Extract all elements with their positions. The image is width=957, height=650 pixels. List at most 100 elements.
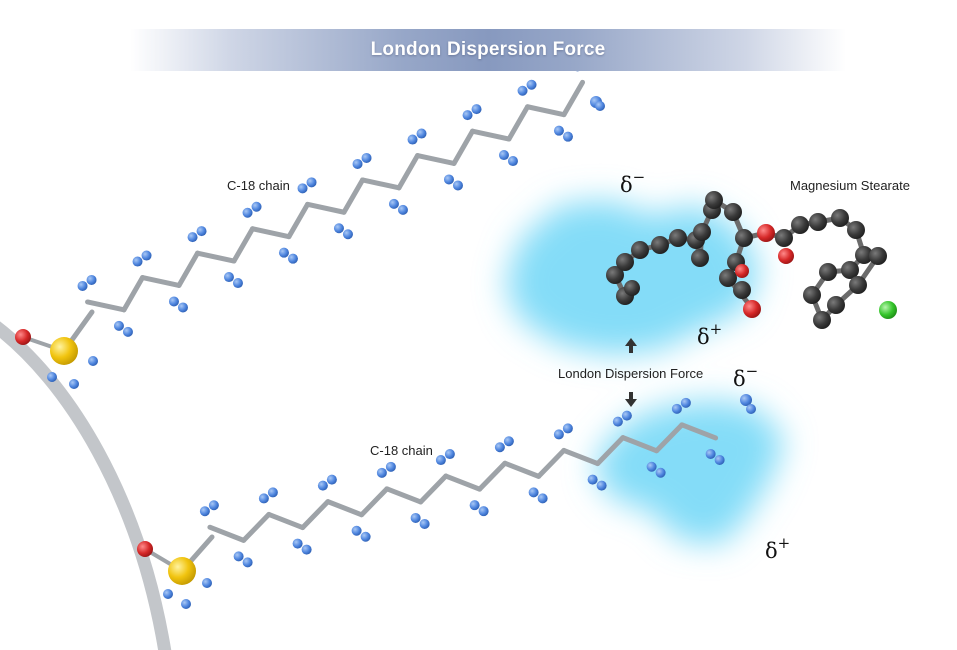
- hydrogen-atom: [410, 512, 421, 523]
- hydrogen-atom: [233, 551, 244, 562]
- hydrogen-atom: [517, 85, 528, 96]
- hydrogen-atom: [471, 104, 482, 115]
- title-banner: London Dispersion Force: [130, 29, 846, 71]
- hydrogen-atom: [596, 480, 607, 491]
- carbon-atom: [651, 236, 669, 254]
- carbon-atom: [775, 229, 793, 247]
- hydrogen-atom: [292, 538, 303, 549]
- chain-bottom-bond: [679, 422, 719, 441]
- hydrogen-atom: [251, 201, 262, 212]
- chain-top-bond: [341, 177, 366, 215]
- chain-top-bond: [85, 299, 127, 313]
- chain-top-bond: [250, 226, 292, 240]
- chain-top-bond: [231, 226, 256, 264]
- hydrogen-atom: [621, 410, 632, 421]
- carbon-atom: [831, 209, 849, 227]
- hydrogen-atom: [646, 461, 657, 472]
- delta-minus-bottom: δ−: [733, 362, 759, 391]
- hydrogen-atom: [553, 125, 564, 136]
- hydrogen-atom: [132, 256, 143, 267]
- chain-bottom-bond: [384, 486, 424, 505]
- hydrogen-atom: [278, 247, 289, 258]
- chain-bottom-bond: [443, 473, 483, 492]
- carbon-atom: [803, 286, 821, 304]
- hydrogen-atom: [242, 207, 253, 218]
- hydrogen-atom: [301, 544, 312, 555]
- hydrogen-atom: [562, 131, 573, 142]
- oxygen-atom-bottom: [137, 541, 153, 557]
- chain-bottom-bond: [266, 511, 306, 531]
- hydrogen-atom: [141, 250, 152, 261]
- oxygen-atom: [743, 300, 761, 318]
- delta-plus-top: δ+: [697, 320, 723, 349]
- hydrogen-atom: [113, 320, 124, 331]
- hydrogen-atom: [287, 253, 298, 264]
- chain-bottom-bond: [595, 435, 626, 467]
- hydrogen-atom: [208, 500, 219, 511]
- oxygen-atom: [778, 248, 794, 264]
- carbon-atom: [791, 216, 809, 234]
- hydrogen-atom: [267, 487, 278, 498]
- hydrogen-atom: [342, 229, 353, 240]
- oxygen-atom-top: [15, 329, 31, 345]
- hydrogen-atom: [416, 128, 427, 139]
- hydrogen-atom: [352, 158, 363, 169]
- magnesium-atom: [879, 301, 897, 319]
- carbon-atom: [669, 229, 687, 247]
- chain-bottom-bond: [477, 460, 508, 492]
- hydrogen-atom: [181, 599, 191, 609]
- carbon-atom: [724, 203, 742, 221]
- chain-top-bond: [140, 275, 182, 288]
- carbon-atom: [735, 229, 753, 247]
- hydrogen-atom: [444, 449, 455, 460]
- chain-bottom-bond: [502, 460, 542, 479]
- hydrogen-atom: [526, 79, 537, 90]
- hydrogen-atom: [242, 557, 253, 568]
- carbon-atom: [693, 223, 711, 241]
- carbon-atom: [819, 263, 837, 281]
- chain-top-bond: [506, 104, 531, 142]
- hydrogen-atom: [232, 278, 243, 289]
- hydrogen-atom: [376, 467, 387, 478]
- label-c18-chain-bottom: C-18 chain: [370, 443, 433, 458]
- hydrogen-atom: [469, 500, 480, 511]
- hydrogen-atom: [407, 134, 418, 145]
- carbon-atom: [691, 249, 709, 267]
- oxygen-atom: [735, 264, 749, 278]
- hydrogen-atom: [163, 589, 173, 599]
- page-title: London Dispersion Force: [370, 39, 606, 60]
- chain-bottom-bond: [241, 511, 272, 543]
- hydrogen-atom: [306, 177, 317, 188]
- hydrogen-atom: [297, 183, 308, 194]
- hydrogen-atom: [553, 429, 564, 440]
- carbon-atom: [827, 296, 845, 314]
- hydrogen-atom: [452, 180, 463, 191]
- hydrogen-atom: [177, 302, 188, 313]
- carbon-atom: [855, 246, 873, 264]
- oxygen-atom: [757, 224, 775, 242]
- carbon-atom: [624, 280, 640, 296]
- hydrogen-atom: [258, 493, 269, 504]
- hydrogen-atom: [223, 272, 234, 283]
- hydrogen-atom: [202, 578, 212, 588]
- force-arrow-up: [625, 338, 637, 353]
- chain-bottom-bond: [561, 447, 601, 467]
- hydrogen-atom: [498, 150, 509, 161]
- hydrogen-atom: [562, 423, 573, 434]
- carbon-atom: [847, 221, 865, 239]
- hydrogen-atom: [595, 101, 605, 111]
- hydrogen-atom: [537, 493, 548, 504]
- hydrogen-atom: [317, 480, 328, 491]
- hydrogen-atom: [740, 394, 752, 406]
- carbon-atom: [841, 261, 859, 279]
- hydrogen-atom: [187, 232, 198, 243]
- label-magnesium-stearate: Magnesium Stearate: [790, 178, 910, 193]
- carbon-atom: [849, 276, 867, 294]
- hydrogen-atom: [88, 356, 98, 366]
- chain-top-bond: [451, 128, 476, 166]
- chain-top-bond: [195, 250, 237, 264]
- chain-top-bond: [360, 177, 402, 191]
- hydrogen-atom: [196, 226, 207, 237]
- chain-bottom-bond: [418, 473, 449, 505]
